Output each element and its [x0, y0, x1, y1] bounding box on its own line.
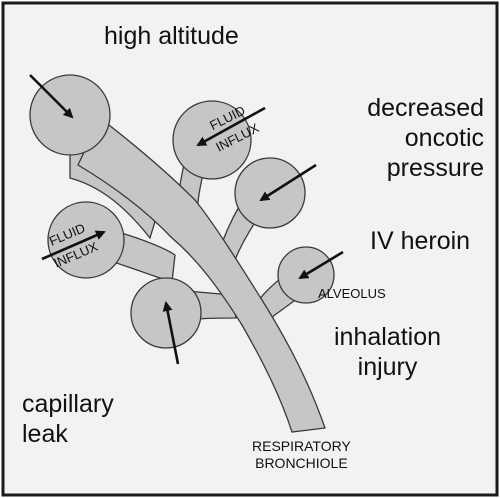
label-respiratory-bronchiole: RESPIRATORY BRONCHIOLE: [252, 438, 351, 472]
label-capillary: capillary: [22, 390, 114, 418]
arrows: [29, 74, 344, 365]
arrow-fluid-influx-top: [196, 106, 266, 147]
label-decreased-oncotic-pressure: decreased oncotic pressure: [367, 93, 484, 183]
label-bronchiole: BRONCHIOLE: [255, 455, 348, 471]
main-trunk: [77, 116, 326, 433]
label-capillary-leak: capillary leak: [22, 389, 114, 449]
arrow-inhalation: [162, 301, 180, 365]
label-injury: injury: [357, 353, 418, 381]
arrow-fluid-influx-left: [41, 230, 106, 261]
label-inhalation: inhalation: [334, 323, 442, 351]
alveoli: [29, 74, 335, 349]
alveolus-2: [172, 100, 252, 180]
label-decreased: decreased: [367, 94, 484, 122]
label-respiratory: RESPIRATORY: [252, 438, 351, 454]
label-high-altitude: high altitude: [104, 22, 239, 50]
arrow-high-altitude: [29, 74, 74, 119]
label-inhalation-injury: inhalation injury: [334, 322, 441, 382]
label-leak: leak: [22, 420, 68, 448]
label-iv-heroin: IV heroin: [370, 227, 471, 255]
alveolus-6: [130, 277, 202, 349]
label-oncotic: oncotic: [404, 124, 484, 152]
label-alveolus: ALVEOLUS: [318, 286, 386, 301]
label-pressure: pressure: [386, 154, 484, 182]
arrow-iv-heroin: [298, 250, 344, 280]
arrow-oncotic: [259, 163, 317, 202]
